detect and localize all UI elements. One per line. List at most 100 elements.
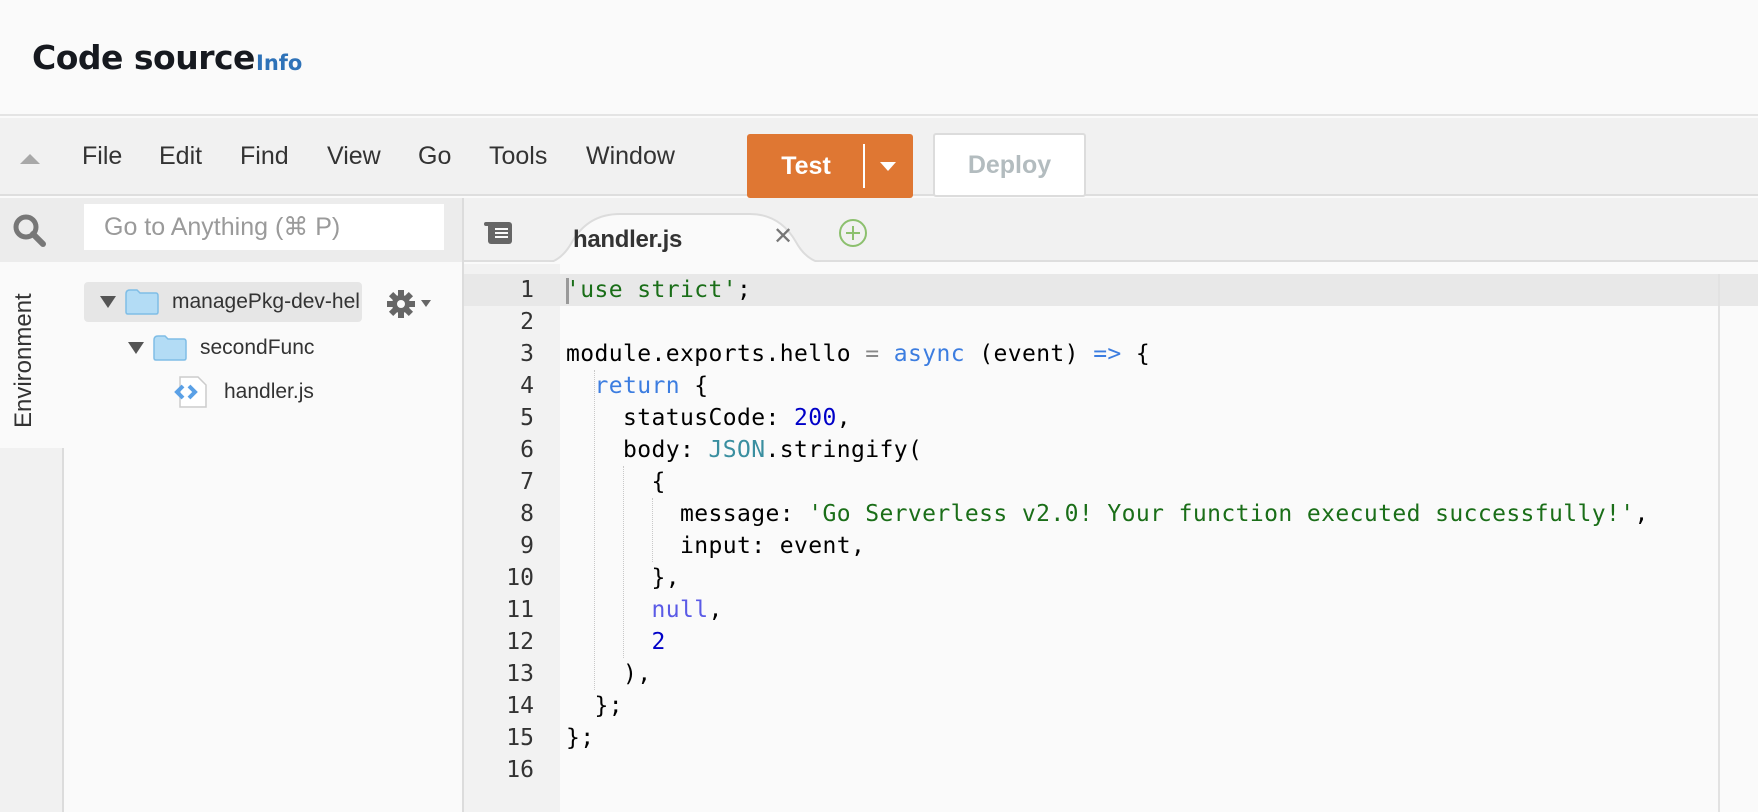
- text-cursor: [566, 278, 569, 304]
- panel-resize-handle[interactable]: [462, 198, 464, 812]
- test-button[interactable]: Test: [781, 152, 831, 180]
- code-token: .stringify(: [765, 437, 923, 463]
- code-token: null: [651, 597, 709, 623]
- info-link[interactable]: Info: [256, 51, 303, 75]
- indent-guide: [594, 370, 595, 690]
- menu-edit[interactable]: Edit: [159, 142, 203, 170]
- code-token: {: [679, 373, 709, 399]
- code-token: =>: [1093, 341, 1122, 367]
- code-token: async: [893, 341, 965, 367]
- code-line[interactable]: body: JSON.stringify(: [566, 434, 922, 466]
- code-line[interactable]: message: 'Go Serverless v2.0! Your funct…: [566, 498, 1649, 530]
- line-number: 16: [506, 757, 534, 783]
- code-line[interactable]: },: [566, 562, 680, 594]
- code-token: message:: [566, 501, 809, 527]
- gear-dropdown-caret-icon: [421, 300, 431, 307]
- tab-handler-js[interactable]: [540, 212, 830, 264]
- line-number: 13: [506, 661, 534, 687]
- code-token: [879, 341, 893, 367]
- folder-icon: [153, 335, 187, 361]
- line-number: 6: [520, 437, 534, 463]
- code-token: ,: [708, 597, 723, 623]
- code-token: },: [566, 565, 680, 591]
- code-token: [566, 597, 651, 623]
- code-token: =: [865, 341, 880, 367]
- tab-list-icon[interactable]: [484, 220, 514, 246]
- tree-item-secondfunc-folder[interactable]: secondFunc: [126, 328, 366, 368]
- line-number: 1: [520, 277, 534, 303]
- code-token: };: [566, 693, 623, 719]
- line-number-gutter: [464, 264, 560, 812]
- line-number: 11: [506, 597, 534, 623]
- line-number: 15: [506, 725, 534, 751]
- code-editor[interactable]: [464, 264, 1758, 812]
- go-to-anything-input[interactable]: [84, 204, 444, 250]
- line-number: 12: [506, 629, 534, 655]
- tree-item-label: secondFunc: [200, 336, 315, 359]
- code-line[interactable]: statusCode: 200,: [566, 402, 851, 434]
- code-token: 2: [651, 629, 666, 655]
- code-line[interactable]: module.exports.hello = async (event) => …: [566, 338, 1150, 370]
- menu-find[interactable]: Find: [240, 142, 289, 170]
- code-line[interactable]: null,: [566, 594, 723, 626]
- search-icon[interactable]: [12, 213, 46, 247]
- code-line[interactable]: ),: [566, 658, 651, 690]
- gear-icon: [387, 290, 415, 318]
- go-to-anything-bar: [0, 198, 463, 262]
- code-token: statusCode:: [566, 405, 794, 431]
- collapse-triangle-icon[interactable]: [20, 154, 40, 164]
- code-token: body:: [566, 437, 709, 463]
- indent-guide: [623, 466, 624, 658]
- menu-window[interactable]: Window: [586, 142, 675, 170]
- js-file-icon: [174, 376, 207, 408]
- print-margin: [1718, 274, 1720, 812]
- code-line[interactable]: return {: [566, 370, 709, 402]
- test-dropdown-caret-icon[interactable]: [880, 162, 896, 171]
- code-line[interactable]: 2: [566, 626, 666, 658]
- line-number: 7: [520, 469, 534, 495]
- expand-triangle-icon[interactable]: [128, 342, 144, 354]
- code-token: {: [566, 469, 666, 495]
- menu-view[interactable]: View: [327, 142, 381, 170]
- code-line[interactable]: };: [566, 690, 623, 722]
- tree-item-root-folder[interactable]: managePkg-dev-hel: [84, 282, 362, 322]
- tree-item-label: managePkg-dev-hel: [172, 290, 360, 313]
- environment-tab[interactable]: Environment: [10, 293, 37, 428]
- side-tab-strip: [0, 448, 64, 812]
- split-divider: [863, 144, 865, 188]
- page-header: Code source Info: [0, 0, 1758, 116]
- code-token: 200: [793, 405, 837, 431]
- code-token: 'Go Serverless v2.0! Your function execu…: [808, 501, 1635, 527]
- tab-label[interactable]: handler.js: [573, 226, 683, 253]
- line-number: 2: [520, 309, 534, 335]
- code-token: (event): [964, 341, 1094, 367]
- code-token: return: [594, 373, 680, 399]
- code-token: ;: [736, 277, 752, 303]
- line-number: 14: [506, 693, 534, 719]
- menu-file[interactable]: File: [82, 142, 123, 170]
- code-line[interactable]: {: [566, 466, 666, 498]
- deploy-button[interactable]: Deploy: [933, 133, 1086, 197]
- code-line[interactable]: input: event,: [566, 530, 865, 562]
- page-title: Code source: [32, 38, 255, 77]
- code-token: };: [566, 725, 595, 751]
- line-number: 4: [520, 373, 534, 399]
- expand-triangle-icon[interactable]: [100, 296, 116, 308]
- tree-item-handler-file[interactable]: handler.js: [174, 372, 374, 412]
- code-line[interactable]: };: [566, 722, 595, 754]
- line-number: 10: [506, 565, 534, 591]
- line-number: 3: [520, 341, 534, 367]
- close-tab-icon[interactable]: ✕: [773, 223, 794, 250]
- tree-settings-button[interactable]: [385, 290, 435, 320]
- code-token: ),: [566, 661, 652, 687]
- environment-tab-area: [0, 262, 62, 448]
- add-tab-icon[interactable]: [838, 218, 868, 248]
- menu-go[interactable]: Go: [418, 142, 452, 170]
- code-token: JSON: [708, 437, 766, 463]
- line-number: 9: [520, 533, 534, 559]
- code-token: {: [1121, 341, 1151, 367]
- code-line[interactable]: 'use strict';: [566, 274, 751, 306]
- menu-tools[interactable]: Tools: [489, 142, 548, 170]
- code-token: input: event,: [566, 533, 866, 559]
- line-number: 5: [520, 405, 534, 431]
